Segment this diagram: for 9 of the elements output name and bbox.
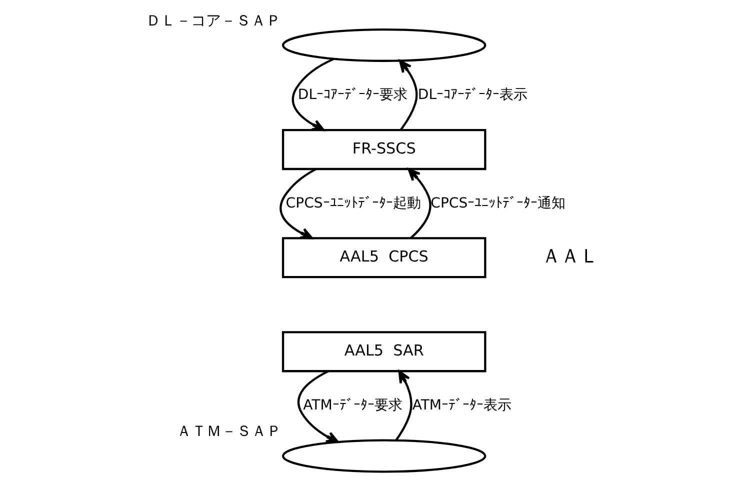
- edge-label: DLｰｺｱｰﾃﾞｰﾀｰ要求: [297, 86, 408, 103]
- edge-label: ATMｰﾃﾞｰﾀｰ表示: [412, 396, 512, 413]
- edge-label: CPCSｰﾕﾆｯﾄﾃﾞｰﾀｰ起動: [285, 194, 420, 211]
- edge-label: DLｰｺｱｰﾃﾞｰﾀｰ表示: [417, 86, 528, 103]
- node-label: ＤＬ－コア－ＳＡＰ: [145, 10, 280, 29]
- edge-label: ATMｰﾃﾞｰﾀｰ要求: [302, 396, 402, 413]
- node-label: ＡＴＭ－ＳＡＰ: [176, 422, 281, 440]
- edge-label: CPCSｰﾕﾆｯﾄﾃﾞｰﾀｰ通知: [430, 194, 566, 211]
- label: ＡＡＬ: [541, 244, 598, 267]
